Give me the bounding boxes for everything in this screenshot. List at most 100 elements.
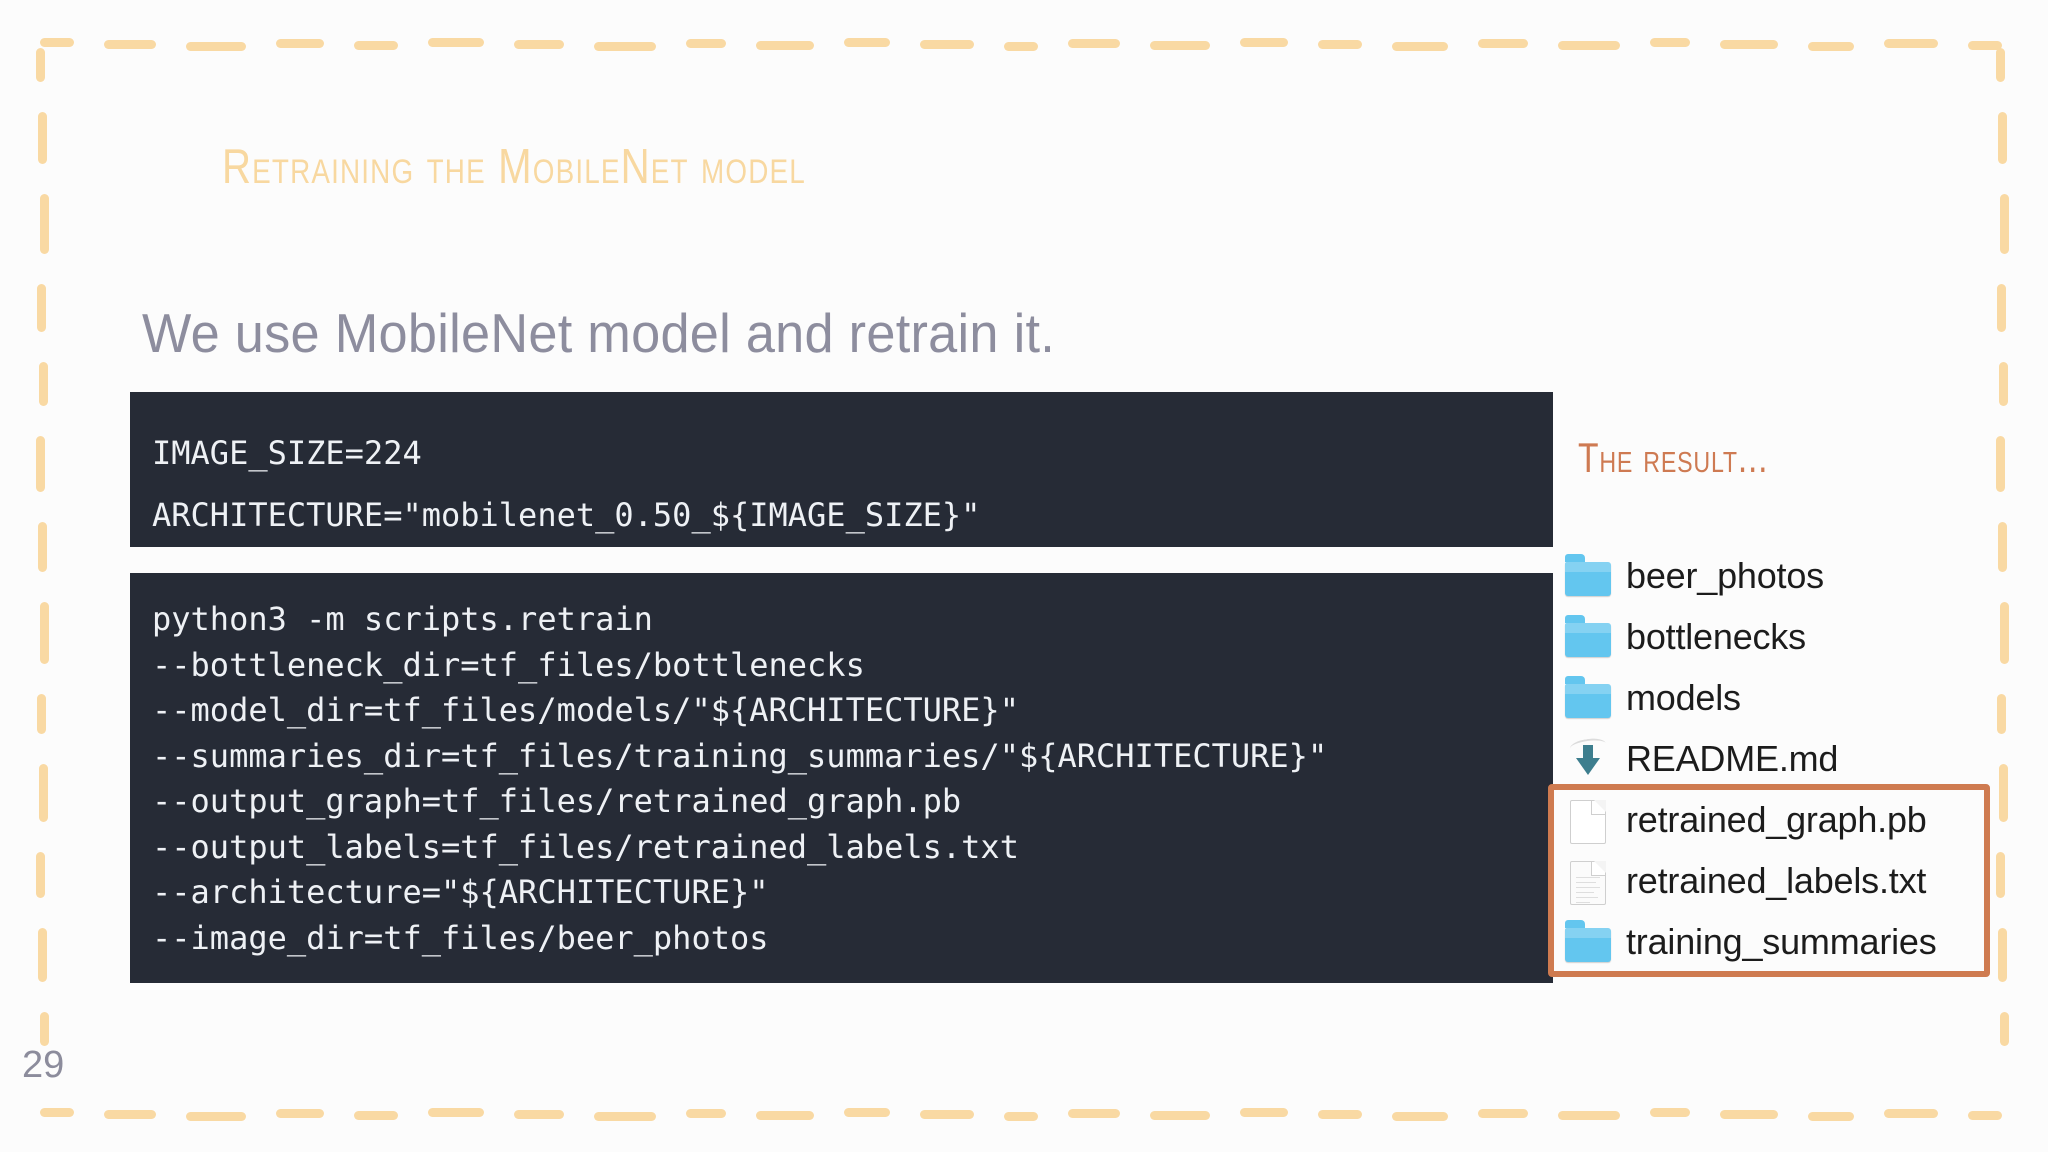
frame-dash (1720, 1110, 1778, 1119)
frame-dash (1318, 1110, 1362, 1119)
result-panel-heading: The result... (1578, 434, 1769, 481)
folder-icon (1562, 919, 1616, 964)
file-list-item[interactable]: training_summaries (1556, 911, 1996, 972)
frame-dash (1808, 1112, 1854, 1121)
frame-dash (1996, 852, 2005, 898)
folder-icon (1562, 553, 1616, 598)
frame-dash (1997, 694, 2006, 734)
frame-dash (920, 40, 974, 49)
frame-dash (428, 1108, 484, 1117)
folder-icon (1562, 675, 1616, 720)
frame-dash (40, 602, 49, 664)
frame-border-right (1996, 48, 2010, 1112)
code-line: --summaries_dir=tf_files/training_summar… (152, 736, 1328, 775)
folder-icon (1562, 614, 1616, 659)
frame-dash (1150, 1111, 1210, 1120)
frame-dash (104, 1110, 156, 1119)
frame-dash (1392, 42, 1448, 51)
frame-dash (1650, 1108, 1690, 1117)
frame-border-bottom (40, 1108, 2008, 1122)
frame-dash (36, 852, 45, 898)
frame-dash (1318, 40, 1362, 49)
frame-dash (514, 40, 564, 49)
text-page-icon (1562, 859, 1616, 905)
file-list-item[interactable]: bottlenecks (1556, 606, 1996, 667)
frame-dash (354, 41, 398, 50)
frame-dash (276, 39, 324, 48)
file-list-item[interactable]: retrained_graph.pb (1556, 789, 1996, 850)
page-number: 29 (22, 1044, 65, 1086)
frame-dash (1068, 1109, 1120, 1118)
file-name-label: README.md (1626, 737, 1839, 779)
code-block-retrain-command: python3 -m scripts.retrain--bottleneck_d… (130, 573, 1553, 983)
frame-dash (1998, 112, 2007, 164)
frame-dash (1968, 41, 2002, 50)
blank-page-icon (1562, 798, 1616, 844)
frame-dash (756, 1111, 814, 1120)
code-line: --bottleneck_dir=tf_files/bottlenecks (152, 645, 865, 684)
code-line: ARCHITECTURE="mobilenet_0.50_${IMAGE_SIZ… (152, 496, 981, 534)
frame-dash (1392, 1112, 1448, 1121)
frame-dash (844, 1108, 890, 1117)
frame-border-top (40, 38, 2008, 52)
frame-dash (40, 1108, 74, 1117)
file-name-label: training_summaries (1626, 920, 1937, 962)
frame-dash (1808, 42, 1854, 51)
frame-dash (39, 764, 48, 822)
frame-dash (1999, 362, 2008, 406)
frame-dash (1068, 39, 1120, 48)
file-name-label: retrained_graph.pb (1626, 798, 1927, 840)
frame-dash (1240, 1108, 1288, 1117)
code-line: IMAGE_SIZE=224 (152, 434, 422, 472)
frame-dash (1998, 928, 2007, 982)
frame-dash (38, 522, 47, 572)
code-line: --image_dir=tf_files/beer_photos (152, 918, 769, 957)
frame-dash (1998, 522, 2007, 572)
file-list-item[interactable]: beer_photos (1556, 545, 1996, 606)
page-title: Retraining the MobileNet model (222, 140, 806, 194)
frame-dash (920, 1110, 974, 1119)
frame-dash (1004, 42, 1038, 51)
frame-dash (1999, 764, 2008, 822)
frame-dash (186, 1112, 246, 1121)
markdown-download-icon (1562, 736, 1616, 781)
frame-dash (514, 1110, 564, 1119)
frame-dash (37, 284, 46, 332)
code-line: --architecture="${ARCHITECTURE}" (152, 873, 769, 911)
frame-dash (1996, 48, 2005, 82)
slide-subtitle: We use MobileNet model and retrain it. (142, 302, 1056, 364)
file-list-item[interactable]: retrained_labels.txt (1556, 850, 1996, 911)
file-list-item[interactable]: README.md (1556, 728, 1996, 789)
frame-dash (1558, 1111, 1620, 1120)
frame-dash (756, 41, 814, 50)
frame-dash (1004, 1112, 1038, 1121)
frame-dash (1478, 39, 1528, 48)
frame-dash (1558, 41, 1620, 50)
frame-dash (1996, 436, 2005, 492)
frame-dash (428, 38, 484, 47)
frame-border-left (36, 48, 50, 1112)
file-name-label: beer_photos (1626, 554, 1824, 596)
frame-dash (276, 1109, 324, 1118)
frame-dash (844, 38, 890, 47)
file-name-label: models (1626, 676, 1741, 718)
frame-dash (686, 1109, 726, 1118)
file-list-item[interactable]: models (1556, 667, 1996, 728)
frame-dash (40, 38, 74, 47)
frame-dash (1720, 40, 1778, 49)
code-line: --output_labels=tf_files/retrained_label… (152, 827, 1019, 866)
frame-dash (2000, 1012, 2009, 1046)
frame-dash (1997, 284, 2006, 332)
frame-dash (2000, 602, 2009, 664)
frame-dash (594, 1112, 656, 1121)
frame-dash (354, 1111, 398, 1120)
code-line: --output_graph=tf_files/retrained_graph.… (152, 782, 962, 820)
frame-dash (1968, 1111, 2002, 1120)
file-name-label: bottlenecks (1626, 615, 1806, 657)
frame-dash (1150, 41, 1210, 50)
frame-dash (40, 1012, 49, 1046)
frame-dash (104, 40, 156, 49)
